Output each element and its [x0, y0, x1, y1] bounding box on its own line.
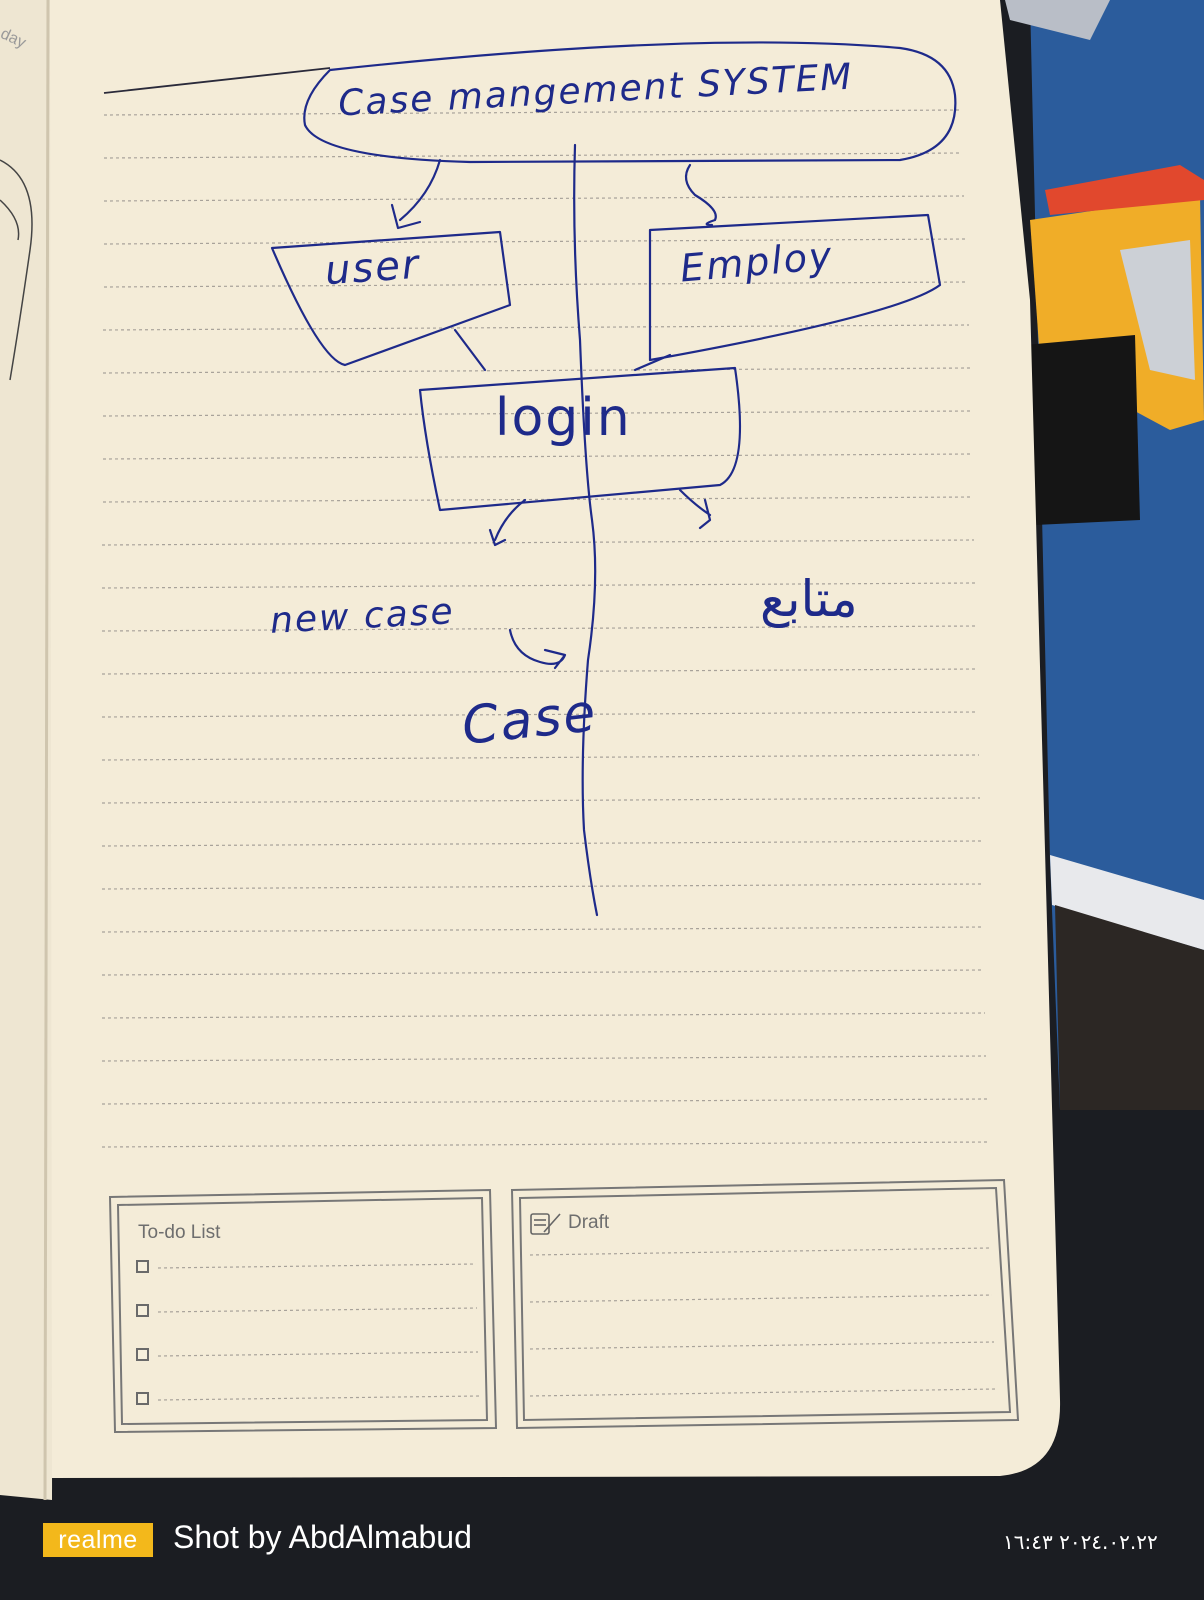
draft-frame	[510, 1178, 1020, 1430]
user-label: user	[323, 241, 422, 295]
checkbox-icon	[136, 1304, 149, 1317]
left-page	[0, 0, 55, 1500]
todo-frame	[108, 1188, 498, 1434]
checkbox-icon	[136, 1392, 149, 1405]
employ-box	[648, 213, 942, 362]
photo-datetime: ٢٠٢٤.٠٢.٢٢ ١٦:٤٣	[1003, 1530, 1158, 1554]
checkbox-icon	[136, 1348, 149, 1361]
todo-title: To-do List	[138, 1222, 221, 1243]
title-text: Case mangement SYSTEM	[337, 56, 855, 125]
title-ellipse	[303, 41, 957, 164]
checkbox-icon	[136, 1260, 149, 1273]
login-box	[418, 366, 742, 512]
employ-label: Employ	[678, 233, 836, 291]
shot-by-text: Shot by AbdAlmabud	[173, 1519, 472, 1555]
ink-diagram	[270, 41, 957, 917]
new-case-label: new case	[269, 591, 456, 642]
black-strap	[1025, 335, 1140, 525]
pencil-notepad-icon	[530, 1213, 561, 1235]
ruled-lines	[101, 109, 989, 1148]
follow-up-label: متابع	[760, 570, 858, 628]
camera-brand-badge: realme	[43, 1523, 153, 1557]
login-label: login	[495, 388, 632, 448]
center-divider	[573, 143, 599, 917]
draft-title: Draft	[568, 1212, 610, 1233]
user-box	[270, 230, 512, 367]
case-label: Case	[459, 683, 601, 757]
margin-day-text: day	[0, 25, 29, 52]
